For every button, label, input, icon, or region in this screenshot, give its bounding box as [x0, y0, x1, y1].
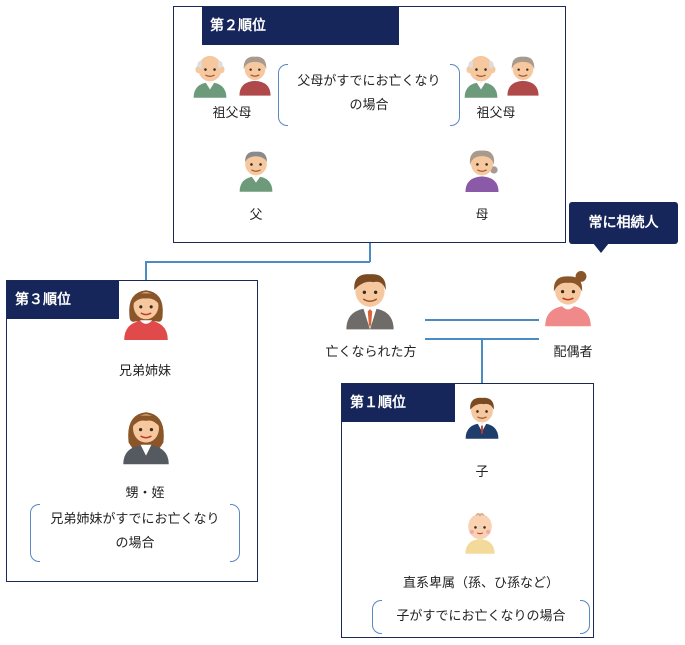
- nephew-niece-icon: [120, 405, 172, 465]
- bracket-right: [230, 504, 240, 562]
- child-label: 子: [475, 465, 489, 480]
- rank1-note: 子がすでにお亡くなりの場合: [372, 600, 590, 634]
- rank2-title: 第２順位: [202, 7, 399, 45]
- bracket-left: [372, 600, 382, 634]
- grandparents-right-label: 祖父母: [476, 106, 516, 121]
- descendants-label: 直系卑属（孫、ひ孫など）: [402, 576, 559, 591]
- nephew-niece-label: 甥・姪: [125, 486, 165, 501]
- siblings-icon: [120, 284, 172, 340]
- spouse-callout: 常に相続人: [569, 202, 678, 253]
- rank1-title: 第１順位: [342, 384, 455, 422]
- grandmother-left-icon: [236, 50, 274, 98]
- mother-icon: [461, 146, 503, 192]
- father-icon: [236, 146, 276, 192]
- spouse-label: 配偶者: [553, 345, 593, 360]
- descendant-icon: [460, 506, 500, 556]
- bracket-right: [450, 64, 460, 126]
- father-label: 父: [249, 208, 263, 223]
- rank2-note-line2: の場合: [349, 98, 389, 113]
- spouse-icon: [542, 262, 594, 332]
- line-couple-child: [481, 338, 483, 384]
- rank3-note-line1: 兄弟姉妹がすでにお亡くなり: [50, 512, 220, 527]
- rank3-note: 兄弟姉妹がすでにお亡くなり の場合: [30, 504, 240, 562]
- bracket-left: [278, 64, 288, 126]
- line-spouse-top: [425, 319, 539, 321]
- rank2-note-line1: 父母がすでにお亡くなり: [297, 74, 441, 89]
- rank3-note-line2: の場合: [115, 536, 155, 551]
- rank1-box: 第１順位: [341, 383, 594, 638]
- grandmother-right-icon: [504, 50, 542, 98]
- siblings-label: 兄弟姉妹: [118, 364, 171, 379]
- deceased-icon: [343, 264, 397, 334]
- rank3-title: 第３順位: [7, 281, 119, 319]
- bracket-left: [30, 504, 40, 562]
- deceased-label: 亡くなられた方: [325, 345, 417, 360]
- rank1-note-text: 子がすでにお亡くなりの場合: [396, 609, 566, 624]
- rank2-note: 父母がすでにお亡くなり の場合: [278, 64, 460, 126]
- rank2-box: 第２順位: [173, 6, 566, 243]
- grandfather-left-icon: [190, 52, 230, 98]
- grandfather-right-icon: [461, 52, 501, 98]
- grandparents-left-label: 祖父母: [212, 106, 252, 121]
- bracket-right: [580, 600, 590, 634]
- mother-label: 母: [475, 208, 489, 223]
- child-icon: [462, 390, 502, 442]
- line-siblings-down: [145, 261, 147, 281]
- line-siblings-horizontal: [145, 261, 370, 263]
